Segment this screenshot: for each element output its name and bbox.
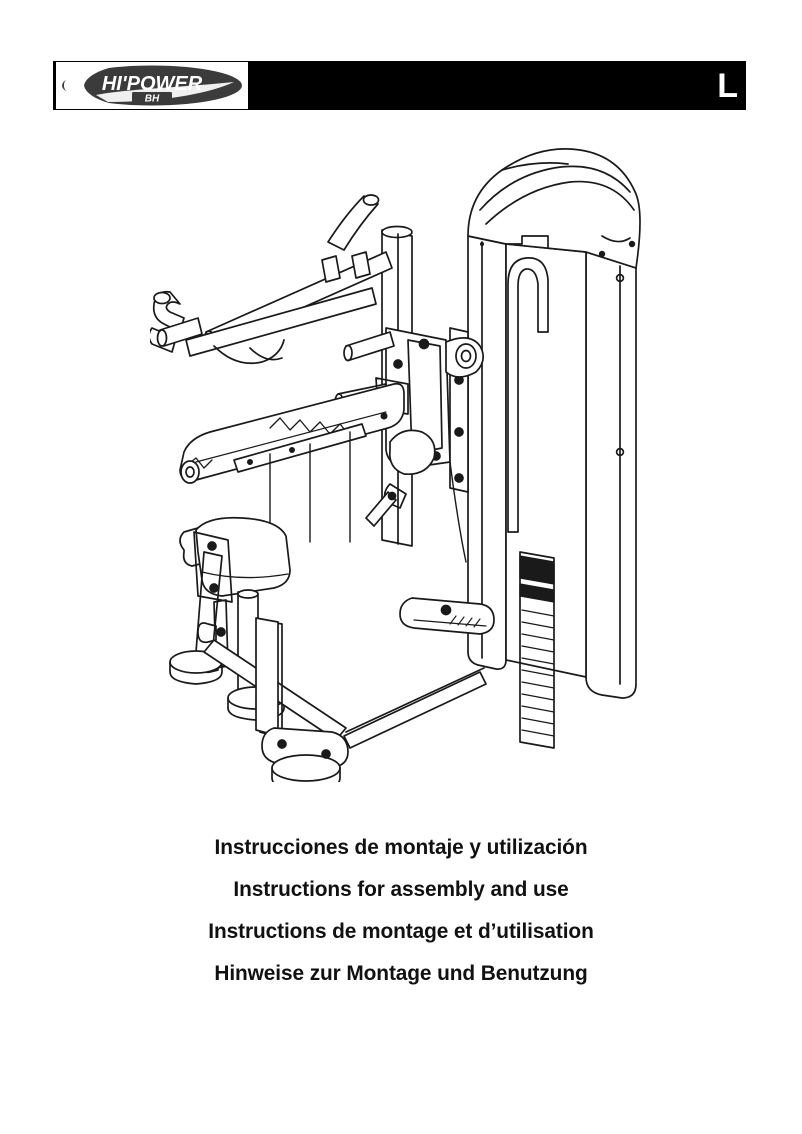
title-line-spanish: Instrucciones de montaje y utilización	[214, 835, 588, 859]
header-bar: HI'POWER BH L	[53, 61, 746, 110]
title-line-english: Instructions for assembly and use	[233, 877, 569, 901]
header-right-letter: L	[717, 66, 738, 105]
gym-machine-line-drawing-icon	[150, 148, 641, 782]
machine-illustration	[150, 132, 670, 782]
title-block: Instrucciones de montaje y utilización I…	[0, 826, 802, 994]
title-line-french: Instructions de montage et d’utilisation	[208, 919, 594, 943]
brand-sub-wordmark: BH	[145, 94, 160, 105]
brand-wordmark: HI'POWER	[102, 73, 203, 95]
title-line-german: Hinweise zur Montage und Benutzung	[214, 961, 588, 985]
hipower-bh-logo-icon: HI'POWER BH	[56, 62, 248, 109]
brand-logo: HI'POWER BH	[56, 62, 248, 109]
